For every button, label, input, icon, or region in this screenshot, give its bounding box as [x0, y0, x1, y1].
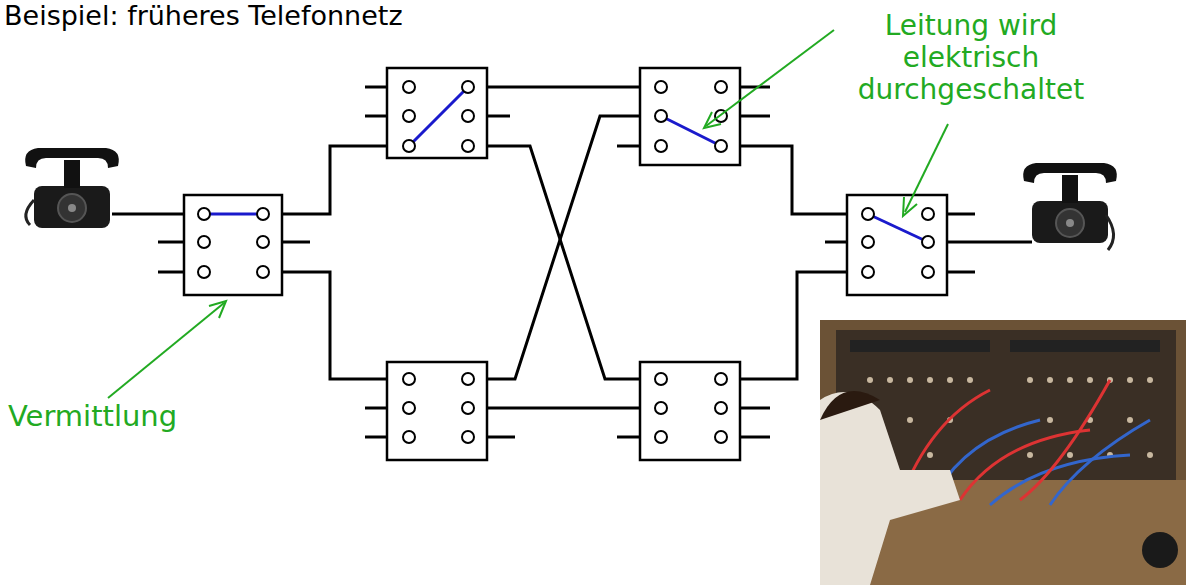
page-title: Beispiel: früheres Telefonnetz: [4, 0, 403, 32]
contact-point: [862, 208, 874, 220]
telephone-left: [25, 148, 119, 228]
contact-point: [257, 236, 269, 248]
switch-boxes: [184, 68, 947, 460]
contact-point: [655, 110, 667, 122]
contact-point: [655, 81, 667, 93]
contact-point: [198, 236, 210, 248]
telephone-right: [1023, 163, 1117, 250]
contact-point: [715, 373, 727, 385]
contact-point: [403, 373, 415, 385]
contact-point: [403, 140, 415, 152]
contact-point: [462, 110, 474, 122]
contact-point: [922, 266, 934, 278]
contact-point: [403, 431, 415, 443]
leader-arrows: [108, 30, 948, 398]
contact-point: [198, 266, 210, 278]
callout-label: Leitung wird elektrisch durchgeschaltet: [836, 10, 1106, 107]
operator-photo: [820, 320, 1186, 585]
contact-point: [715, 140, 727, 152]
switch-connections: [204, 87, 928, 242]
contact-point: [403, 81, 415, 93]
callout-label: Vermittlung: [8, 400, 238, 433]
contact-point: [655, 140, 667, 152]
contact-point: [462, 373, 474, 385]
contact-point: [403, 402, 415, 414]
contact-point: [462, 402, 474, 414]
contact-point: [715, 431, 727, 443]
contact-point: [655, 431, 667, 443]
contact-point: [655, 373, 667, 385]
contact-point: [655, 402, 667, 414]
contact-point: [862, 236, 874, 248]
contact-point: [257, 266, 269, 278]
contact-point: [257, 208, 269, 220]
contact-point: [715, 402, 727, 414]
contact-point: [462, 81, 474, 93]
contact-point: [403, 110, 415, 122]
contact-point: [462, 140, 474, 152]
contact-point: [462, 431, 474, 443]
contact-point: [715, 81, 727, 93]
contact-point: [922, 208, 934, 220]
contact-point: [862, 266, 874, 278]
contact-point: [198, 208, 210, 220]
contact-point: [922, 236, 934, 248]
